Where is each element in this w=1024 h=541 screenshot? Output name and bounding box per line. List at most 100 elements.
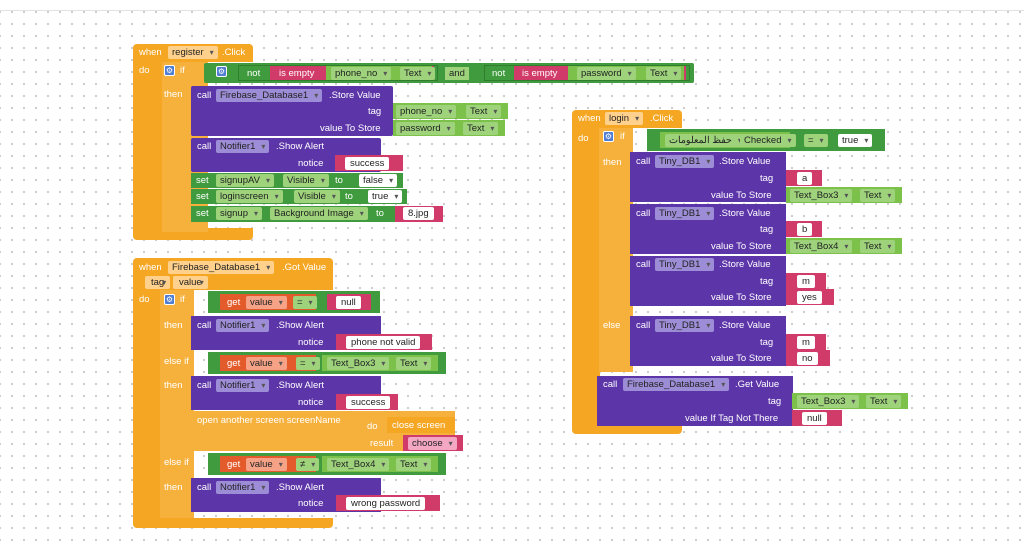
set-label-2: set	[196, 191, 209, 202]
set-label-1: set	[196, 175, 209, 186]
get-value-var-dropdown-2[interactable]: value	[246, 357, 287, 370]
set2-property-dropdown[interactable]: Visible	[294, 190, 340, 203]
tag-string-a[interactable]: a	[797, 172, 813, 185]
set3-component-dropdown[interactable]: signup	[216, 207, 262, 220]
checkbox-component-dropdown[interactable]: حفظ المعلومات	[665, 134, 746, 147]
value-to-store-label: value To Store	[320, 123, 381, 134]
call-label-6: call	[636, 156, 651, 167]
value-text-dropdown[interactable]: Text	[463, 122, 499, 135]
then-label-4: then	[603, 157, 622, 168]
checked-property-dropdown[interactable]: Checked	[740, 134, 796, 147]
if-label-3: if	[620, 131, 625, 142]
notice-string-wrong-password[interactable]: wrong password	[346, 497, 426, 510]
textbox4-dropdown-b[interactable]: Text_Box4	[790, 240, 853, 253]
get-label-2: get	[227, 358, 241, 369]
get-label-3: get	[227, 459, 241, 470]
null-string-1[interactable]: null	[336, 296, 361, 309]
store-value-label-m: .Store Value	[719, 259, 771, 270]
then-label-3: then	[164, 482, 183, 493]
equals-operator-dropdown-3[interactable]: =	[804, 134, 828, 147]
notifier-dropdown-3[interactable]: Notifier1	[216, 481, 270, 494]
textbox4-component-dropdown[interactable]: Text_Box4	[327, 458, 390, 471]
close-screen-label[interactable]: close screen	[392, 420, 446, 431]
image-string-8jpg[interactable]: 8.jpg	[403, 207, 434, 220]
is-empty-label-2: is empty	[522, 68, 558, 79]
text-dropdown-a[interactable]: Text	[860, 189, 896, 202]
notice-string-phone-not-valid[interactable]: phone not valid	[346, 336, 421, 349]
param-value[interactable]: value	[173, 276, 208, 289]
tinydb-dropdown-m[interactable]: Tiny_DB1	[655, 258, 715, 271]
if-mutator-gear-icon[interactable]: ⚙	[164, 65, 175, 76]
and-operator-dropdown[interactable]: and	[445, 67, 469, 80]
call-label-9: call	[636, 320, 651, 331]
get-value-var-dropdown-3[interactable]: value	[246, 458, 287, 471]
show-alert-label-1: .Show Alert	[276, 320, 325, 331]
register-component-dropdown[interactable]: register	[168, 46, 218, 59]
else-if-label-1: else if	[164, 356, 189, 367]
textbox3-component-dropdown[interactable]: Text_Box3	[327, 357, 390, 370]
top-toolbar-edge	[0, 0, 1024, 11]
text-property-dropdown-1[interactable]: Text	[400, 67, 436, 80]
param-tag[interactable]: tag	[145, 276, 171, 289]
set3-property-dropdown[interactable]: Background Image	[270, 207, 368, 220]
tag-component-dropdown[interactable]: phone_no	[396, 105, 457, 118]
login-component-dropdown[interactable]: login	[605, 112, 644, 125]
if-mutator-gear-icon-2[interactable]: ⚙	[164, 294, 175, 305]
firebase-dropdown-login[interactable]: Firebase_Database1	[623, 378, 730, 391]
notice-label-3: notice	[298, 498, 324, 509]
show-alert-label-3: .Show Alert	[276, 482, 325, 493]
tag-text-dropdown[interactable]: Text	[466, 105, 502, 118]
notifier-dropdown-1[interactable]: Notifier1	[216, 319, 270, 332]
textbox3-dropdown-g[interactable]: Text_Box3	[797, 395, 860, 408]
show-alert-label-2: .Show Alert	[276, 380, 325, 391]
then-label-2: then	[164, 380, 183, 391]
tag-string-b[interactable]: b	[797, 223, 813, 236]
tinydb-dropdown-b[interactable]: Tiny_DB1	[655, 207, 715, 220]
then-label: then	[164, 89, 183, 100]
and-mutator-gear-icon[interactable]: ⚙	[216, 66, 227, 77]
value-string-yes[interactable]: yes	[797, 291, 822, 304]
null-string-2[interactable]: null	[802, 412, 827, 425]
notifier-component-dropdown[interactable]: Notifier1	[216, 140, 270, 153]
firebase-component-dropdown[interactable]: Firebase_Database1	[216, 89, 323, 102]
set1-component-dropdown[interactable]: signupAV	[216, 174, 274, 187]
value-if-tag-not-there-label: value If Tag Not There	[685, 413, 779, 424]
textbox4-text-dropdown[interactable]: Text	[396, 458, 432, 471]
get-value-var-dropdown-1[interactable]: value	[246, 296, 287, 309]
to-label-3: to	[376, 208, 384, 219]
phone-no-component-dropdown[interactable]: phone_no	[331, 67, 392, 80]
set1-property-dropdown[interactable]: Visible	[283, 174, 329, 187]
choose-dropdown[interactable]: choose	[408, 437, 457, 450]
equals-operator-dropdown-1[interactable]: =	[293, 296, 317, 309]
value-string-no[interactable]: no	[797, 352, 818, 365]
set1-false-dropdown[interactable]: false	[359, 174, 398, 187]
get-value-method-label: .Get Value	[735, 379, 780, 390]
text-dropdown-g[interactable]: Text	[866, 395, 902, 408]
textbox3-dropdown-a[interactable]: Text_Box3	[790, 189, 853, 202]
tag-string-m[interactable]: m	[797, 275, 815, 288]
call-label-4: call	[197, 380, 212, 391]
set2-component-dropdown[interactable]: loginscreen	[216, 190, 283, 203]
notifier-dropdown-2[interactable]: Notifier1	[216, 379, 270, 392]
text-property-dropdown-2[interactable]: Text	[646, 67, 682, 80]
notice-string-success-2[interactable]: success	[346, 396, 391, 409]
if-label-2: if	[180, 294, 185, 305]
tag-string-m-else[interactable]: m	[797, 336, 815, 349]
text-dropdown-b[interactable]: Text	[860, 240, 896, 253]
show-alert-method-label: .Show Alert	[276, 141, 325, 152]
tag-label-a: tag	[760, 173, 774, 184]
tinydb-dropdown-a[interactable]: Tiny_DB1	[655, 155, 715, 168]
firebase-event-component-dropdown[interactable]: Firebase_Database1	[168, 261, 275, 274]
if-mutator-gear-icon-3[interactable]: ⚙	[603, 131, 614, 142]
password-component-dropdown[interactable]: password	[577, 67, 636, 80]
true-dropdown[interactable]: true	[838, 134, 873, 147]
not-equal-operator-dropdown[interactable]: ≠	[296, 458, 320, 471]
set2-true-dropdown[interactable]: true	[368, 190, 403, 203]
textbox3-text-dropdown[interactable]: Text	[396, 357, 432, 370]
notice-string-success[interactable]: success	[345, 157, 390, 170]
value-component-dropdown[interactable]: password	[396, 122, 455, 135]
when-label-3: when	[578, 113, 601, 124]
equals-operator-dropdown-2[interactable]: =	[296, 357, 320, 370]
tinydb-dropdown-e[interactable]: Tiny_DB1	[655, 319, 715, 332]
get-label-1: get	[227, 297, 241, 308]
